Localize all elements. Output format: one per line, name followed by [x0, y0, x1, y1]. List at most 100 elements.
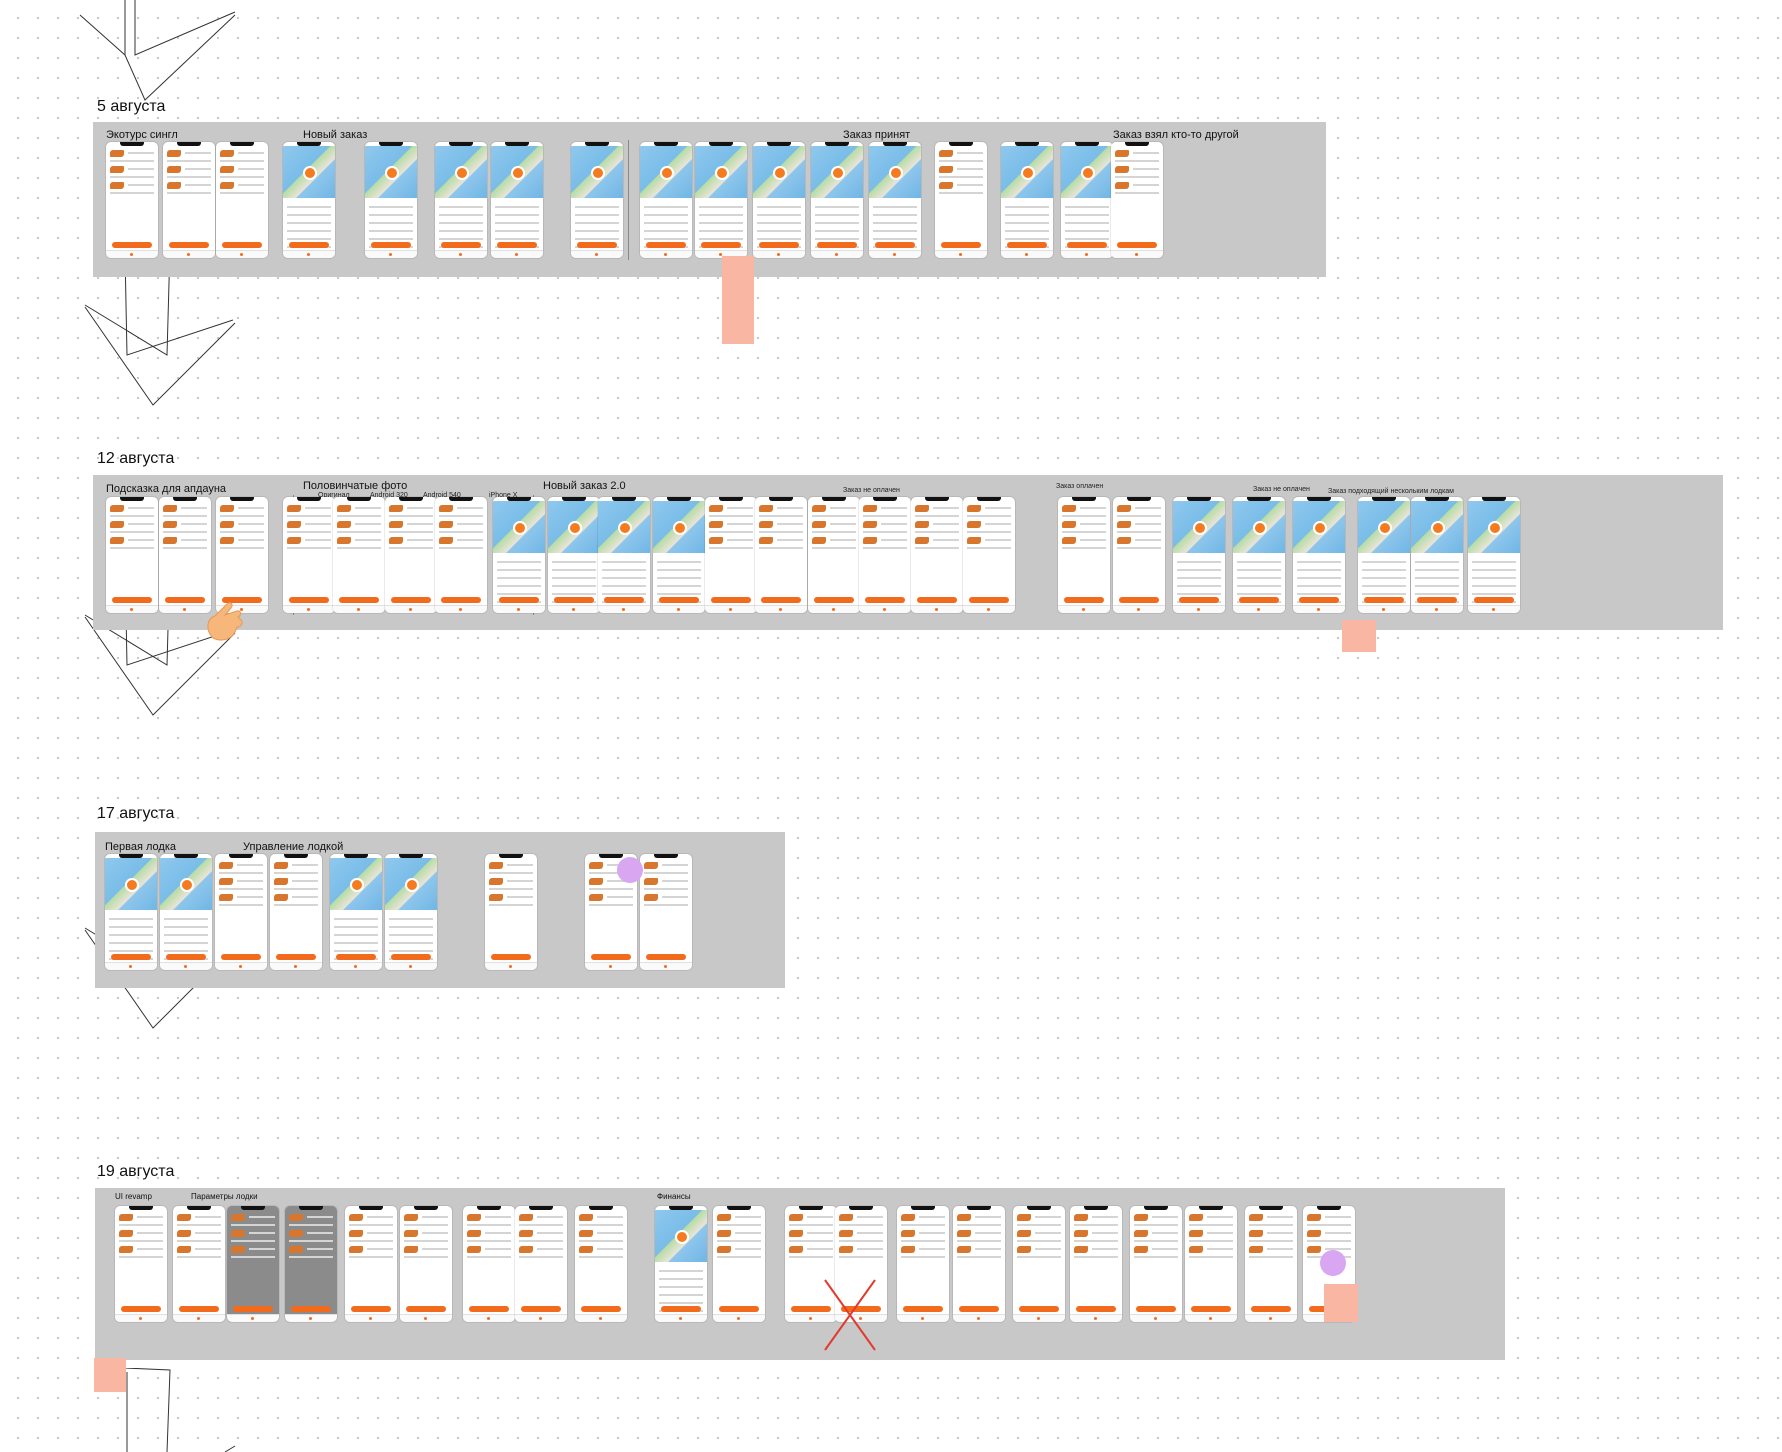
phone-screen-thumbnail[interactable] [1111, 142, 1163, 258]
primary-button[interactable] [276, 954, 316, 960]
primary-button[interactable] [166, 954, 206, 960]
primary-button[interactable] [581, 1306, 621, 1312]
phone-screen-thumbnail[interactable] [330, 854, 382, 970]
phone-screen-thumbnail[interactable] [811, 142, 863, 258]
primary-button[interactable] [791, 1306, 831, 1312]
phone-screen-thumbnail[interactable] [640, 854, 692, 970]
primary-button[interactable] [959, 1306, 999, 1312]
primary-button[interactable] [577, 242, 617, 248]
primary-button[interactable] [941, 242, 981, 248]
phone-screen-thumbnail[interactable] [808, 497, 860, 613]
primary-button[interactable] [497, 242, 537, 248]
primary-button[interactable] [169, 242, 209, 248]
phone-screen-thumbnail[interactable] [400, 1206, 452, 1322]
phone-screen-thumbnail[interactable] [160, 854, 212, 970]
phone-screen-thumbnail[interactable] [515, 1206, 567, 1322]
primary-button[interactable] [289, 597, 329, 603]
primary-button[interactable] [222, 597, 262, 603]
primary-button[interactable] [1474, 597, 1514, 603]
phone-screen-thumbnail[interactable] [1173, 497, 1225, 613]
primary-button[interactable] [441, 242, 481, 248]
phone-screen-thumbnail[interactable] [435, 497, 487, 613]
phone-screen-thumbnail[interactable] [216, 497, 268, 613]
phone-screen-thumbnail[interactable] [215, 854, 267, 970]
phone-screen-thumbnail[interactable] [285, 1206, 337, 1322]
phone-screen-thumbnail[interactable] [385, 854, 437, 970]
primary-button[interactable] [761, 597, 801, 603]
phone-screen-thumbnail[interactable] [1058, 497, 1110, 613]
primary-button[interactable] [221, 954, 261, 960]
phone-screen-thumbnail[interactable] [859, 497, 911, 613]
primary-button[interactable] [711, 597, 751, 603]
primary-button[interactable] [351, 1306, 391, 1312]
phone-screen-thumbnail[interactable] [785, 1206, 837, 1322]
primary-button[interactable] [1364, 597, 1404, 603]
primary-button[interactable] [659, 597, 699, 603]
primary-button[interactable] [111, 954, 151, 960]
phone-screen-thumbnail[interactable] [1468, 497, 1520, 613]
primary-button[interactable] [1119, 597, 1159, 603]
phone-screen-thumbnail[interactable] [365, 142, 417, 258]
primary-button[interactable] [604, 597, 644, 603]
phone-screen-thumbnail[interactable] [491, 142, 543, 258]
primary-button[interactable] [1417, 597, 1457, 603]
primary-button[interactable] [903, 1306, 943, 1312]
phone-screen-thumbnail[interactable] [270, 854, 322, 970]
primary-button[interactable] [1191, 1306, 1231, 1312]
phone-screen-thumbnail[interactable] [216, 142, 268, 258]
phone-screen-thumbnail[interactable] [115, 1206, 167, 1322]
phone-screen-thumbnail[interactable] [753, 142, 805, 258]
phone-screen-thumbnail[interactable] [1113, 497, 1165, 613]
primary-button[interactable] [1239, 597, 1279, 603]
primary-button[interactable] [222, 242, 262, 248]
phone-screen-thumbnail[interactable] [106, 142, 158, 258]
primary-button[interactable] [646, 242, 686, 248]
primary-button[interactable] [1299, 597, 1339, 603]
primary-button[interactable] [759, 242, 799, 248]
phone-screen-thumbnail[interactable] [835, 1206, 887, 1322]
primary-button[interactable] [1179, 597, 1219, 603]
primary-button[interactable] [917, 597, 957, 603]
phone-screen-thumbnail[interactable] [163, 142, 215, 258]
primary-button[interactable] [865, 597, 905, 603]
primary-button[interactable] [291, 1306, 331, 1312]
phone-screen-thumbnail[interactable] [695, 142, 747, 258]
primary-button[interactable] [841, 1306, 881, 1312]
primary-button[interactable] [1117, 242, 1157, 248]
phone-screen-thumbnail[interactable] [548, 497, 600, 613]
primary-button[interactable] [1019, 1306, 1059, 1312]
primary-button[interactable] [406, 1306, 446, 1312]
phone-screen-thumbnail[interactable] [105, 854, 157, 970]
primary-button[interactable] [661, 1306, 701, 1312]
phone-screen-thumbnail[interactable] [897, 1206, 949, 1322]
primary-button[interactable] [1076, 1306, 1116, 1312]
primary-button[interactable] [339, 597, 379, 603]
phone-screen-thumbnail[interactable] [953, 1206, 1005, 1322]
phone-screen-thumbnail[interactable] [1185, 1206, 1237, 1322]
primary-button[interactable] [499, 597, 539, 603]
phone-screen-thumbnail[interactable] [283, 142, 335, 258]
primary-button[interactable] [646, 954, 686, 960]
phone-screen-thumbnail[interactable] [571, 142, 623, 258]
phone-screen-thumbnail[interactable] [463, 1206, 515, 1322]
primary-button[interactable] [112, 242, 152, 248]
primary-button[interactable] [121, 1306, 161, 1312]
phone-screen-thumbnail[interactable] [1233, 497, 1285, 613]
phone-screen-thumbnail[interactable] [1358, 497, 1410, 613]
phone-screen-thumbnail[interactable] [755, 497, 807, 613]
primary-button[interactable] [1064, 597, 1104, 603]
phone-screen-thumbnail[interactable] [1070, 1206, 1122, 1322]
primary-button[interactable] [179, 1306, 219, 1312]
primary-button[interactable] [391, 597, 431, 603]
phone-screen-thumbnail[interactable] [935, 142, 987, 258]
primary-button[interactable] [289, 242, 329, 248]
primary-button[interactable] [554, 597, 594, 603]
primary-button[interactable] [875, 242, 915, 248]
phone-screen-thumbnail[interactable] [598, 497, 650, 613]
phone-screen-thumbnail[interactable] [1130, 1206, 1182, 1322]
primary-button[interactable] [441, 597, 481, 603]
phone-screen-thumbnail[interactable] [1293, 497, 1345, 613]
phone-screen-thumbnail[interactable] [575, 1206, 627, 1322]
phone-screen-thumbnail[interactable] [869, 142, 921, 258]
primary-button[interactable] [233, 1306, 273, 1312]
